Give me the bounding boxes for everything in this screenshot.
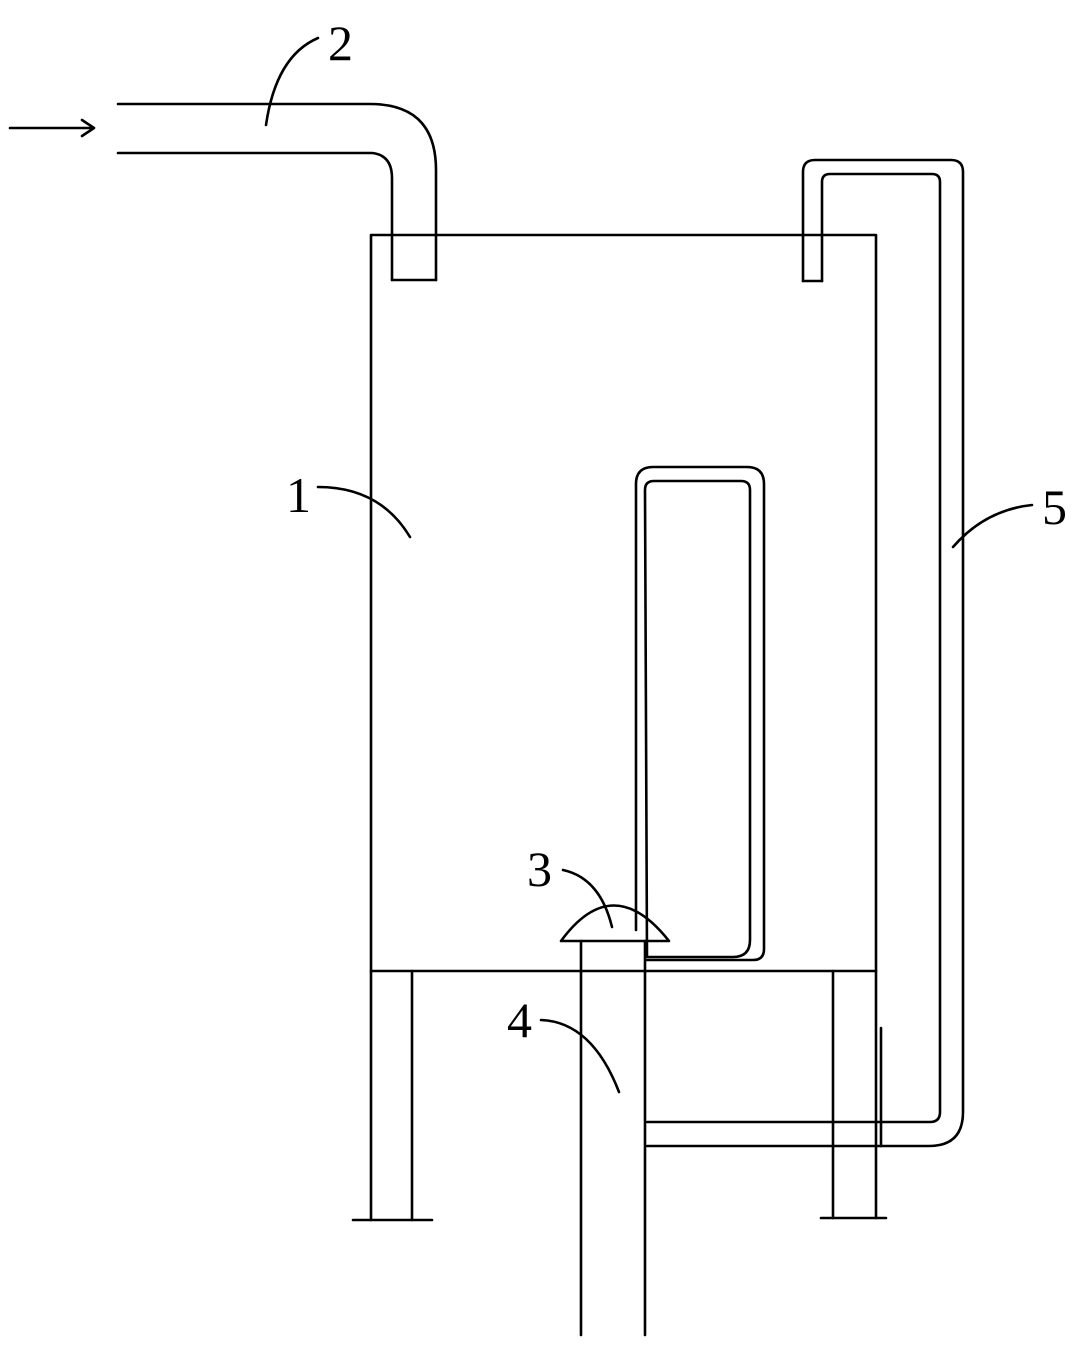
inner-u-tube — [634, 465, 766, 962]
tank-legs — [351, 969, 888, 1222]
leader-line-3 — [561, 868, 614, 929]
leader-line-2 — [264, 36, 320, 127]
flow-arrow-icon — [8, 118, 96, 138]
label-inlet-pipe: 2 — [328, 15, 353, 71]
leader-line-5 — [951, 503, 1034, 549]
outlet-pipe — [579, 939, 647, 1337]
tank-body — [369, 233, 878, 973]
label-tank: 1 — [286, 467, 311, 523]
label-outlet-pipe: 4 — [507, 992, 532, 1048]
siphon-pipe — [645, 158, 965, 1148]
dome-cap — [559, 904, 671, 943]
leader-line-1 — [316, 485, 412, 539]
inlet-pipe — [116, 102, 438, 282]
label-siphon-pipe: 5 — [1042, 479, 1067, 535]
leader-line-4 — [539, 1018, 621, 1094]
label-cap: 3 — [527, 841, 552, 897]
